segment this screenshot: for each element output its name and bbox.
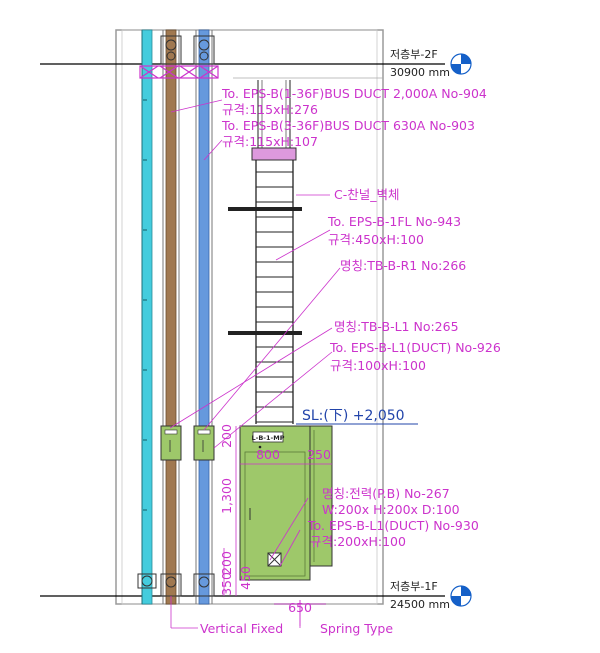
level-lower-name: 저층부-1F [390, 580, 438, 593]
label-panel-dims: W:200x H:200x D:100 [322, 502, 460, 517]
label-vertical-fixed: Vertical Fixed [200, 621, 283, 636]
label-bus-duct-904-size: 규격:115xH:276 [222, 102, 318, 117]
label-duct-926: To. EPS-B-L1(DUCT) No-926 [329, 340, 501, 355]
terminal-box-r1 [193, 425, 215, 461]
dim-panel-width: 800 [256, 447, 280, 462]
level-lower-elevation: 24500 mm [390, 598, 450, 611]
level-upper-elevation: 30900 mm [390, 66, 450, 79]
label-spring-type: Spring Type [320, 621, 393, 636]
dim-gap-200: 200 [219, 551, 234, 575]
label-tray-943: To. EPS-B-1FL No-943 [327, 214, 461, 229]
label-bus-duct-904: To. EPS-B(1-36F)BUS DUCT 2,000A No-904 [221, 86, 487, 101]
terminal-box-l1 [160, 425, 182, 461]
label-duct-930-size: 규격:200xH:100 [310, 534, 406, 549]
level-marker-lower-icon [450, 585, 472, 607]
label-bus-duct-903: To. EPS-B(3-36F)BUS DUCT 630A No-903 [221, 118, 475, 133]
label-duct-930: To. EPS-B-L1(DUCT) No-930 [307, 518, 479, 533]
level-upper-name: 저층부-2F [390, 48, 438, 61]
label-tb-l1: 명칭:TB-B-L1 No:265 [334, 319, 459, 334]
cable-ladder [228, 80, 302, 424]
top-bracket [139, 65, 219, 79]
room-outline [115, 29, 384, 605]
brown-bus-duct [160, 29, 182, 605]
label-bus-duct-903-size: 규격:115xH:107 [222, 134, 318, 149]
dim-gap-450: 450 [238, 566, 253, 590]
label-duct-926-size: 규격:100xH:100 [330, 358, 426, 373]
label-tray-943-size: 규격:450xH:100 [328, 232, 424, 247]
panel-tag: L-B-1-MP [252, 434, 285, 442]
dim-panel-height: 1,300 [219, 478, 234, 514]
dim-gap-350: 350 [219, 572, 234, 596]
dim-top-gap: 200 [219, 424, 234, 448]
level-lines [40, 63, 445, 597]
blue-bus-duct [193, 29, 215, 605]
level-marker-upper-icon [450, 53, 472, 75]
label-channel-wall: C-찬널_벽체 [334, 187, 400, 202]
dim-side-width: 250 [307, 447, 331, 462]
label-tb-r1: 명칭:TB-B-R1 No:266 [340, 258, 466, 273]
label-panel-name: 명칭:전력(P.B) No-267 [322, 486, 450, 501]
label-sl-level: SL:(下) +2,050 [302, 408, 405, 424]
leader-lines [169, 99, 341, 629]
cyan-duct [137, 29, 157, 605]
power-panel: L-B-1-MP [239, 425, 333, 581]
